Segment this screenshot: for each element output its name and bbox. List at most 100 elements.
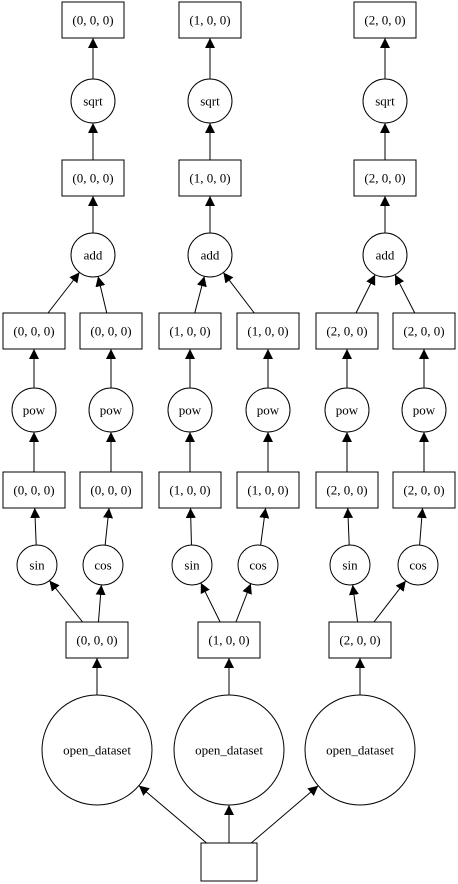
chunk-box: [79, 471, 143, 509]
task-node-pow: pow: [88, 387, 134, 433]
chunk-box: [61, 159, 125, 197]
task-node-sqrt: sqrt: [70, 78, 116, 124]
chunk-node-r0: (0, 0, 0): [61, 1, 125, 39]
task-node-add: add: [70, 232, 116, 278]
node-label: (0, 0, 0): [90, 324, 131, 339]
task-node-cos: cos: [82, 544, 124, 586]
chunk-box: [158, 471, 222, 509]
chunk-box: [236, 471, 300, 509]
chunk-box: [392, 471, 456, 509]
chunk-node-s1: (1, 0, 0): [178, 159, 242, 197]
task-circle: [397, 544, 439, 586]
chunk-node-pb1: (1, 0, 0): [236, 312, 300, 350]
node-label: pow: [100, 403, 123, 418]
chunk-box: [315, 471, 379, 509]
task-circle: [362, 78, 408, 124]
task-node-cos: cos: [237, 544, 279, 586]
chunk-node-ta2: (2, 0, 0): [315, 471, 379, 509]
edge-root-to-od0: [138, 785, 207, 844]
edge-cos1-to-tb1: [259, 507, 270, 546]
task-node-open-dataset: open_dataset: [173, 694, 285, 806]
node-label: (2, 0, 0): [364, 13, 405, 28]
task-circle: [324, 387, 370, 433]
task-circle: [171, 544, 213, 586]
edge-pb0-to-add0: [95, 276, 108, 314]
chunk-node-r2: (2, 0, 0): [353, 1, 417, 39]
chunk-node-pb2: (2, 0, 0): [392, 312, 456, 350]
chunk-node-ta0: (0, 0, 0): [2, 471, 66, 509]
node-label: add: [84, 248, 103, 263]
node-label: (1, 0, 0): [247, 483, 288, 498]
node-label: (0, 0, 0): [72, 13, 113, 28]
edges-layer: [29, 38, 429, 844]
chunk-node-c0: (0, 0, 0): [65, 621, 129, 659]
task-circle: [173, 694, 285, 806]
task-node-sin: sin: [171, 544, 213, 586]
edge-sin1-to-ta1: [185, 507, 196, 546]
task-circle: [245, 387, 291, 433]
chunk-box: [315, 312, 379, 350]
task-circle: [401, 387, 447, 433]
task-circle: [329, 544, 371, 586]
node-label: open_dataset: [195, 743, 263, 758]
task-circle: [304, 694, 416, 806]
node-label: (0, 0, 0): [72, 171, 113, 186]
edge-c0-to-cos0: [95, 584, 106, 623]
task-node-sin: sin: [16, 544, 58, 586]
node-label: cos: [249, 558, 266, 573]
node-label: (0, 0, 0): [76, 633, 117, 648]
chunk-box: [158, 312, 222, 350]
task-circle: [187, 78, 233, 124]
node-label: sqrt: [200, 94, 220, 109]
node-label: cos: [409, 558, 426, 573]
node-label: (2, 0, 0): [326, 324, 367, 339]
chunk-node-c1: (1, 0, 0): [197, 621, 261, 659]
chunk-node-c2: (2, 0, 0): [328, 621, 392, 659]
task-node-pow: pow: [324, 387, 370, 433]
edge-pa2-to-add2: [355, 274, 376, 314]
task-circle: [362, 232, 408, 278]
task-circle: [237, 544, 279, 586]
node-label: pow: [336, 403, 359, 418]
chunk-box: [353, 1, 417, 39]
node-label: sqrt: [375, 94, 395, 109]
task-node-sin: sin: [329, 544, 371, 586]
task-node-add: add: [362, 232, 408, 278]
edge-pb2-to-add2: [394, 274, 416, 314]
chunk-node-tb0: (0, 0, 0): [79, 471, 143, 509]
task-node-open-dataset: open_dataset: [304, 694, 416, 806]
edge-c1-to-cos1: [235, 583, 252, 623]
task-node-open-dataset: open_dataset: [41, 694, 153, 806]
node-label: sqrt: [83, 94, 103, 109]
task-node-pow: pow: [401, 387, 447, 433]
task-circle: [167, 387, 213, 433]
edge-c1-to-sin1: [200, 582, 221, 623]
chunk-box: [392, 312, 456, 350]
node-label: pow: [179, 403, 202, 418]
chunk-box: [61, 1, 125, 39]
chunk-node-s0: (0, 0, 0): [61, 159, 125, 197]
chunk-box: [79, 312, 143, 350]
chunk-node-ta1: (1, 0, 0): [158, 471, 222, 509]
task-circle: [70, 78, 116, 124]
node-label: (2, 0, 0): [403, 324, 444, 339]
node-label: (2, 0, 0): [403, 483, 444, 498]
node-label: open_dataset: [326, 743, 394, 758]
node-label: pow: [23, 403, 46, 418]
chunk-box: [200, 842, 258, 882]
node-label: (1, 0, 0): [247, 324, 288, 339]
edge-c0-to-sin0: [49, 580, 83, 623]
edge-sin0-to-ta0: [30, 507, 41, 546]
chunk-box: [328, 621, 392, 659]
edge-pa0-to-add0: [47, 272, 80, 314]
task-node-pow: pow: [167, 387, 213, 433]
node-label: pow: [413, 403, 436, 418]
chunk-box: [2, 471, 66, 509]
task-node-add: add: [187, 232, 233, 278]
node-label: (1, 0, 0): [169, 483, 210, 498]
task-node-pow: pow: [11, 387, 57, 433]
task-circle: [41, 694, 153, 806]
chunk-node-tb2: (2, 0, 0): [392, 471, 456, 509]
chunk-box: [353, 159, 417, 197]
